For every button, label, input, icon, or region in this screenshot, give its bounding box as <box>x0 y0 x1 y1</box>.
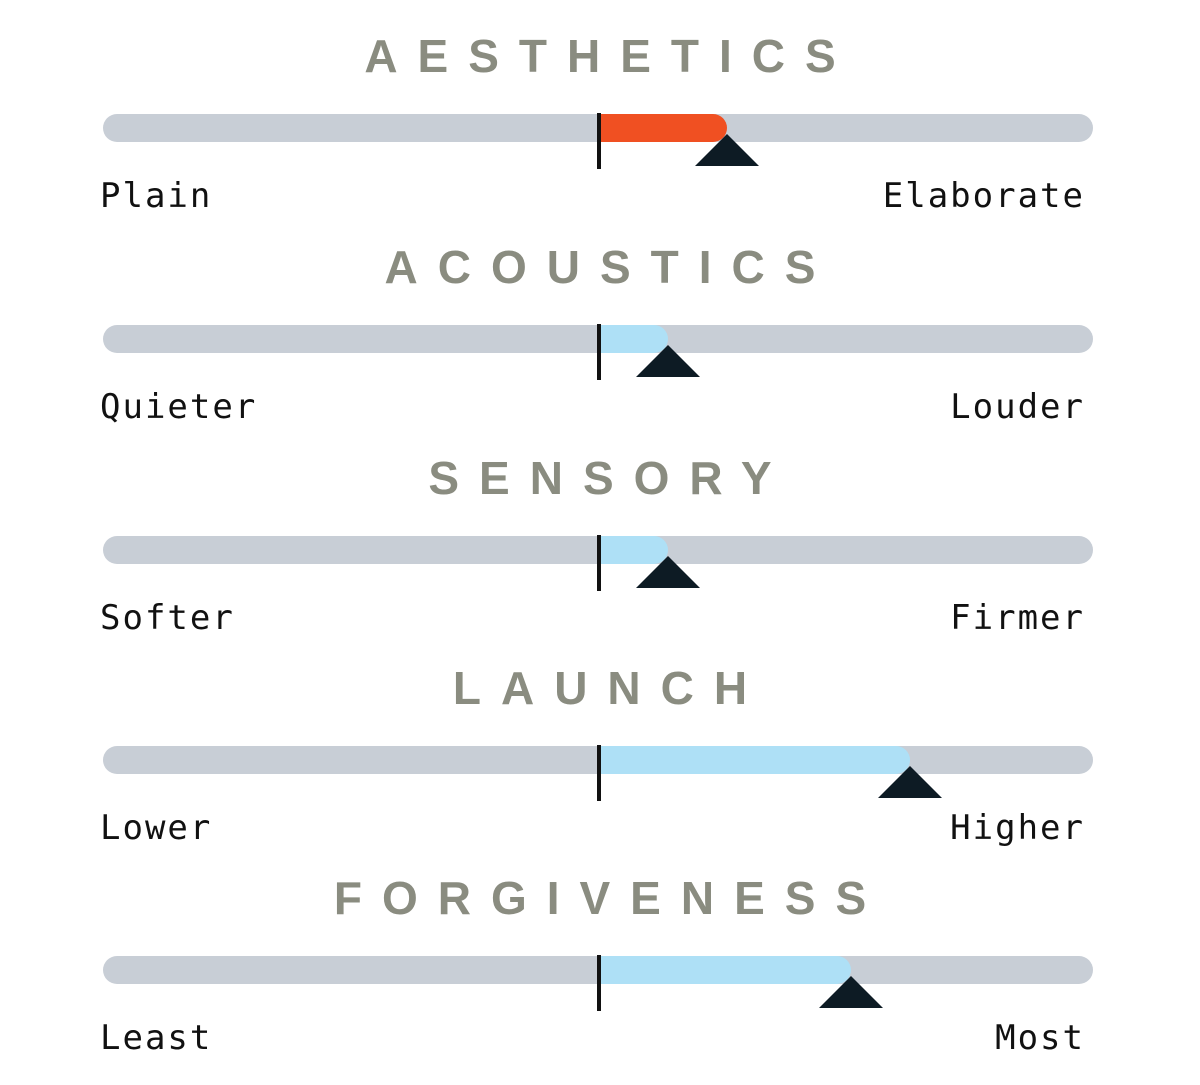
right-label: Louder <box>950 387 1085 427</box>
rating-forgiveness: FORGIVENESS Least Most <box>0 842 1200 1058</box>
center-mark <box>597 113 601 169</box>
rating-title: LAUNCH <box>452 662 768 714</box>
rating-title: ACOUSTICS <box>384 241 836 293</box>
left-label: Least <box>100 1018 213 1058</box>
left-label: Softer <box>100 598 235 638</box>
left-label: Lower <box>100 808 213 848</box>
center-mark <box>597 535 601 591</box>
rating-title: SENSORY <box>428 452 792 504</box>
rating-title: AESTHETICS <box>364 30 856 82</box>
slider-marker-triangle-icon <box>636 556 701 588</box>
slider-fill <box>599 956 851 984</box>
rating-launch: LAUNCH Lower Higher <box>0 632 1200 848</box>
slider-fill <box>599 746 911 774</box>
slider-marker-triangle-icon <box>695 134 760 166</box>
center-mark <box>597 955 601 1011</box>
rating-aesthetics: AESTHETICS Plain Elaborate <box>0 0 1200 216</box>
center-mark <box>597 745 601 801</box>
rating-title: FORGIVENESS <box>333 872 887 924</box>
left-label: Plain <box>100 176 213 216</box>
right-label: Firmer <box>950 598 1085 638</box>
right-label: Most <box>995 1018 1085 1058</box>
slider-marker-triangle-icon <box>818 976 883 1008</box>
rating-sensory: SENSORY Softer Firmer <box>0 422 1200 638</box>
rating-acoustics: ACOUSTICS Quieter Louder <box>0 211 1200 427</box>
center-mark <box>597 324 601 380</box>
slider-marker-triangle-icon <box>878 766 943 798</box>
right-label: Higher <box>950 808 1085 848</box>
slider-marker-triangle-icon <box>636 345 701 377</box>
left-label: Quieter <box>100 387 258 427</box>
right-label: Elaborate <box>882 176 1085 216</box>
